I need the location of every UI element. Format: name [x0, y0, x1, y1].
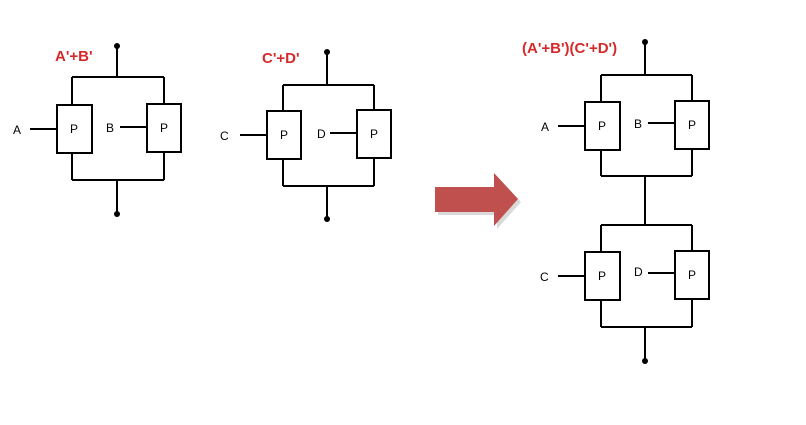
- transistor-d-label: P: [688, 268, 696, 282]
- transistor-d: [674, 250, 710, 300]
- transistor-b: [674, 100, 710, 150]
- right-arrow-icon: [435, 173, 521, 229]
- transistor-b-label: P: [688, 118, 696, 132]
- bottom-terminal: [324, 216, 330, 222]
- input-b-label: B: [634, 117, 642, 131]
- input-a-label: A: [541, 120, 549, 134]
- input-d-label: D: [634, 265, 643, 279]
- circuit-left: A'+B' P A P B: [13, 43, 182, 217]
- circuit-left-title: A'+B': [55, 48, 93, 65]
- circuit-middle-title: C'+D': [262, 50, 300, 67]
- input-c-label: C: [220, 129, 229, 143]
- bottom-terminal: [114, 211, 120, 217]
- result-bottom-pair: P C P D: [540, 224, 710, 328]
- result-top-pair: P A P B: [541, 74, 710, 177]
- transistor-b: [146, 103, 182, 153]
- transistor-a: [584, 101, 621, 151]
- transistor-b-label: P: [160, 121, 168, 135]
- arrow-body: [435, 173, 518, 226]
- input-b-label: B: [106, 121, 114, 135]
- input-c-label: C: [540, 270, 549, 284]
- transistor-a: [56, 104, 93, 154]
- transistor-c: [584, 251, 621, 301]
- input-d-label: D: [317, 127, 326, 141]
- circuit-result-title: (A'+B')(C'+D'): [522, 40, 617, 57]
- bottom-terminal: [642, 358, 648, 364]
- transistor-d-label: P: [370, 127, 378, 141]
- transistor-a-label: P: [70, 122, 78, 136]
- transistor-a-label: P: [598, 119, 606, 133]
- transistor-d: [356, 109, 392, 159]
- circuit-result: (A'+B')(C'+D') P A P B P: [522, 39, 710, 364]
- circuit-middle: C'+D' P C P D: [220, 49, 392, 222]
- transistor-c-label: P: [598, 269, 606, 283]
- input-a-label: A: [13, 123, 21, 137]
- transistor-c-label: P: [280, 128, 288, 142]
